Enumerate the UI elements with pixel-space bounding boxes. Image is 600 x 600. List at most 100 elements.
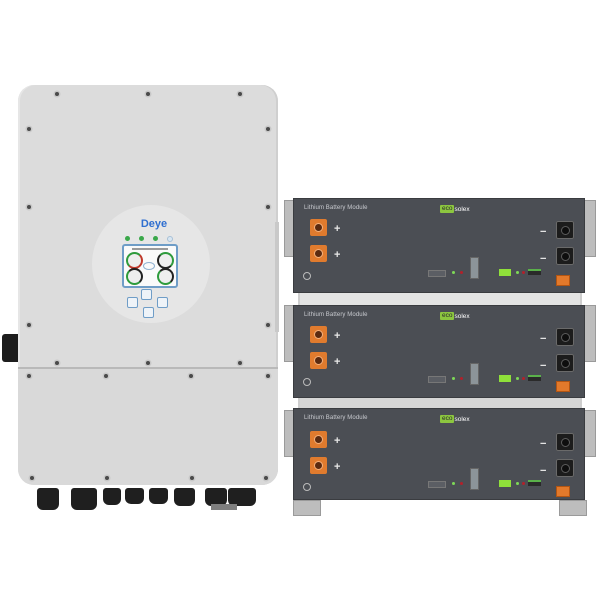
signal-terminal-block[interactable] [528,375,541,381]
cable-gland [149,488,168,504]
rj45-ports[interactable] [470,468,479,490]
status-led-icon [516,482,519,485]
negative-terminal [556,221,574,239]
battery-gauge-icon [126,268,143,285]
connector-plate [211,504,237,510]
negative-sign: − [540,438,547,450]
up-button[interactable] [141,289,152,300]
cable-gland [205,488,227,506]
dip-switch[interactable] [428,481,446,488]
power-switch[interactable] [556,486,570,497]
rack-gap [300,293,580,305]
status-led-icon [167,236,173,242]
ground-icon [303,378,311,386]
brand-eco: eco [440,205,455,213]
negative-terminal [556,247,574,265]
status-led-icon [125,236,130,241]
cable-gland [125,488,144,504]
right-button[interactable] [157,297,168,308]
screw [238,361,242,365]
comm-port[interactable] [499,269,511,276]
run-led-icon [452,271,455,274]
screw [27,205,31,209]
positive-sign: + [334,223,341,235]
brand-suffix: solex [454,415,470,423]
signal-terminal-block[interactable] [528,480,541,486]
module-title: Lithium Battery Module [304,312,368,318]
inverter-lcd-screen[interactable] [122,244,178,288]
positive-terminal [310,352,327,369]
ground-icon [303,272,311,280]
screw [27,127,31,131]
alarm-led-icon [460,271,463,274]
inverter-brand-logo: Deye [140,218,168,230]
dip-switch[interactable] [428,376,446,383]
mount-bracket [584,410,596,457]
mount-bracket [584,200,596,257]
positive-sign: + [334,249,341,261]
status-led-icon [153,236,158,241]
screw [146,92,150,96]
positive-sign: + [334,356,341,368]
lcd-title-bar [132,248,168,250]
status-led-icon [522,271,525,274]
brand-eco: eco [440,415,455,423]
cable-gland [228,488,256,506]
alarm-led-icon [460,482,463,485]
rj45-ports[interactable] [470,257,479,279]
negative-sign: − [540,253,547,265]
power-switch[interactable] [556,381,570,392]
status-led-icon [522,482,525,485]
screw [266,127,270,131]
positive-terminal [310,219,327,236]
down-button[interactable] [143,307,154,318]
status-led-icon [516,377,519,380]
grid-gauge-icon [157,252,174,269]
signal-terminal-block[interactable] [528,269,541,275]
inverter-side-strip [275,222,279,332]
positive-terminal [310,326,327,343]
comm-port[interactable] [499,375,511,382]
positive-sign: + [334,435,341,447]
negative-terminal [556,328,574,346]
positive-sign: + [334,461,341,473]
brand-suffix: solex [454,205,470,213]
cable-gland [37,488,59,510]
rj45-ports[interactable] [470,363,479,385]
status-led-icon [522,377,525,380]
left-button[interactable] [127,297,138,308]
run-led-icon [452,377,455,380]
brand-suffix: solex [454,312,470,320]
power-switch[interactable] [556,275,570,286]
cable-gland [71,488,97,510]
negative-terminal [556,459,574,477]
negative-sign: − [540,465,547,477]
inverter-side-handle [2,334,18,362]
negative-terminal [556,354,574,372]
negative-sign: − [540,226,547,238]
rack-gap [300,398,580,408]
module-title: Lithium Battery Module [304,415,368,421]
inverter-flow-icon [143,262,155,270]
cable-gland [103,488,121,505]
ground-icon [303,483,311,491]
inverter-cover-seam [18,367,278,369]
screw [266,374,270,378]
negative-sign: − [540,333,547,345]
status-led-icon [516,271,519,274]
screw [264,476,268,480]
dip-switch[interactable] [428,270,446,277]
mount-bracket [584,305,596,362]
module-title: Lithium Battery Module [304,205,368,211]
screw [55,361,59,365]
screw [190,476,194,480]
screw [105,476,109,480]
brand-eco: eco [440,312,455,320]
comm-port[interactable] [499,480,511,487]
